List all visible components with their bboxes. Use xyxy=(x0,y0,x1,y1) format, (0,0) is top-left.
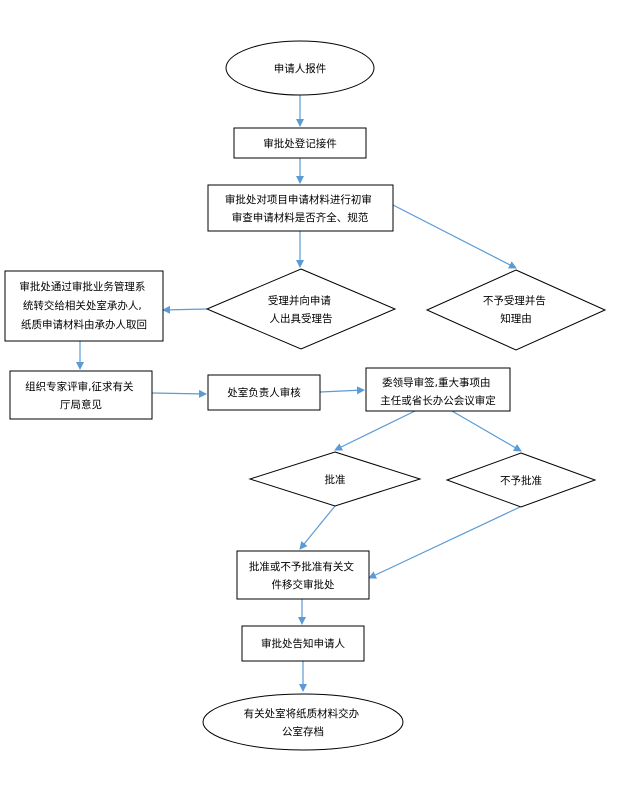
node-registration: 审批处登记接件 xyxy=(233,127,367,159)
node-notify-applicant: 审批处告知申请人 xyxy=(241,625,365,662)
node-applicant-report: 申请人报件 xyxy=(225,40,375,96)
node-preliminary-review-label: 审批处对项目申请材料进行初审 审查申请材料是否齐全、规范 xyxy=(225,193,375,224)
node-disapprove-decision: 不予批准 xyxy=(445,452,597,508)
node-document-transfer-label: 批准或不予批准有关文 件移交审批处 xyxy=(249,560,357,591)
edge-leader-to-disapprove xyxy=(451,410,522,452)
node-reject-notice: 不予受理并告 知理由 xyxy=(425,269,607,351)
node-archive-label: 有关处室将纸质材料交办 公室存档 xyxy=(244,707,363,738)
node-preliminary-review: 审批处对项目申请材料进行初审 审查申请材料是否齐全、规范 xyxy=(207,184,394,232)
node-approve-decision: 批准 xyxy=(248,451,422,507)
edge-accept-to-transfer xyxy=(162,305,208,314)
node-disapprove-decision-label: 不予批准 xyxy=(500,474,542,487)
node-leader-sign: 委领导审签,重大事项由 主任或省长办公会议审定 xyxy=(365,367,511,412)
edge-expert-to-office-head xyxy=(151,389,207,398)
node-transfer-to-office: 审批处通过审批业务管理系 统转交给相关处室承办人, 纸质申请材料由承办人取回 xyxy=(4,270,164,342)
node-office-head-review: 处室负责人审核 xyxy=(207,374,321,411)
node-expert-review: 组织专家评审,征求有关 厅局意见 xyxy=(9,370,153,420)
node-approve-decision-label: 批准 xyxy=(325,473,346,486)
node-accept-decision: 受理并向申请 人出具受理告 xyxy=(205,268,397,350)
node-applicant-report-label: 申请人报件 xyxy=(274,62,327,75)
node-archive: 有关处室将纸质材料交办 公室存档 xyxy=(202,693,404,751)
edge-disapprove-to-document xyxy=(368,506,521,579)
node-leader-sign-label: 委领导审签,重大事项由 主任或省长办公会议审定 xyxy=(380,376,496,407)
node-office-head-review-label: 处室负责人审核 xyxy=(227,386,301,399)
node-registration-label: 审批处登记接件 xyxy=(263,137,337,150)
node-accept-decision-label: 受理并向申请 人出具受理告 xyxy=(268,294,334,325)
edge-office-head-to-leader xyxy=(319,386,365,395)
node-transfer-to-office-label: 审批处通过审批业务管理系 统转交给相关处室承办人, 纸质申请材料由承办人取回 xyxy=(19,280,148,331)
edge-leader-to-approve xyxy=(334,410,416,451)
edge-approve-to-document xyxy=(299,505,336,550)
node-notify-applicant-label: 审批处告知申请人 xyxy=(261,637,345,650)
node-reject-notice-label: 不予受理并告 知理由 xyxy=(483,294,549,325)
node-document-transfer: 批准或不予批准有关文 件移交审批处 xyxy=(236,550,370,600)
edges xyxy=(76,95,522,692)
edge-review-to-reject xyxy=(392,204,517,269)
node-expert-review-label: 组织专家评审,征求有关 厅局意见 xyxy=(25,380,137,411)
